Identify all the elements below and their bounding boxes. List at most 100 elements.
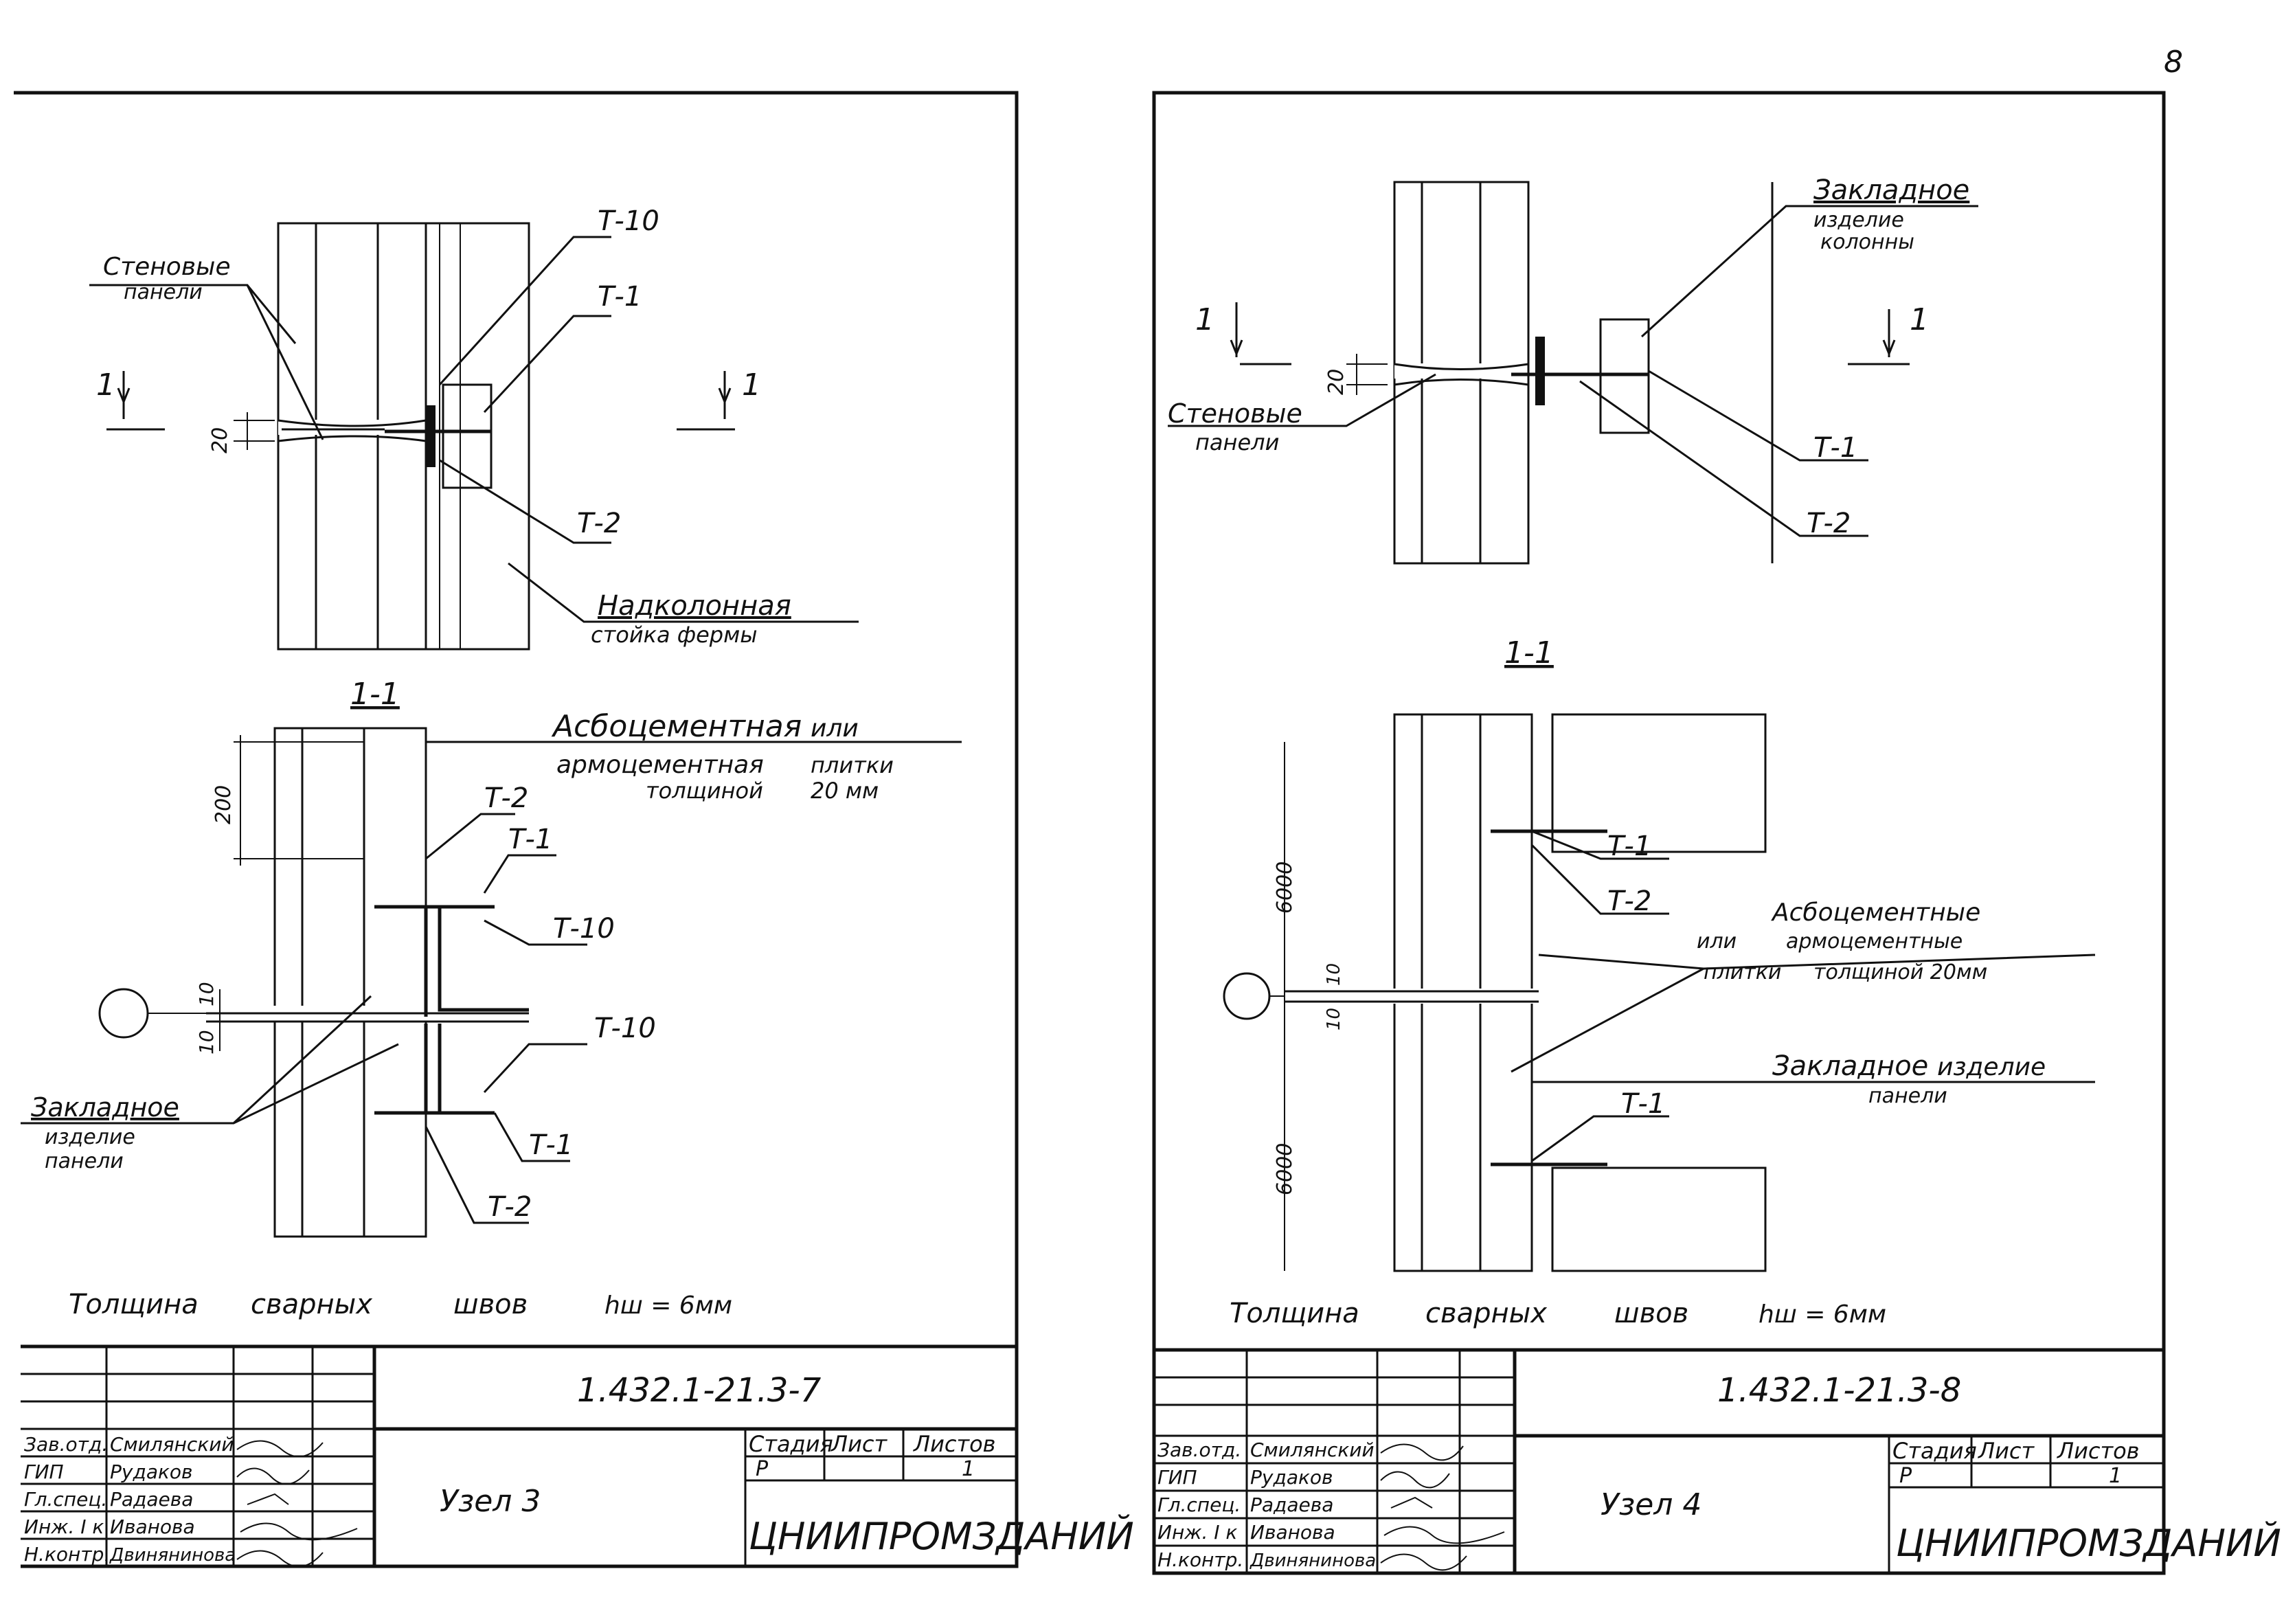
label-asbestos-r2: или: [1697, 929, 1737, 954]
label-wall-panels-r2: панели: [1195, 429, 1279, 455]
signatures-right: [1380, 1443, 1505, 1571]
stage-value-right: Р: [1899, 1464, 1912, 1488]
left-sheet: Стеновые панели Т-10 Т-1 1 1 20 Т-2 Надк…: [14, 91, 1134, 1568]
label-over-column: Надколонная: [598, 590, 791, 622]
name-3-right: Радаева: [1250, 1493, 1333, 1516]
name-4-right: Иванова: [1250, 1521, 1335, 1544]
label-t10-top: Т-10: [598, 205, 659, 237]
node-marker-left: [98, 988, 149, 1039]
weld-note-r3: швов: [1614, 1298, 1688, 1329]
doc-code-left: 1.432.1-21.3-7: [577, 1371, 822, 1410]
label-embedded-panel-r2: изделие: [1937, 1053, 2046, 1081]
left-title-block: [21, 1344, 1017, 1566]
label-dim-20-r: 20: [1324, 369, 1348, 395]
weld-note-r1: Толщина: [1230, 1298, 1359, 1329]
label-asbestos-5: 20 мм: [811, 778, 879, 804]
section-insulation: [301, 727, 365, 1238]
role-2-left: ГИП: [24, 1461, 64, 1483]
name-3-left: Радаева: [110, 1488, 193, 1511]
stage-value-left: Р: [756, 1457, 769, 1481]
label-asbestos-4: толщиной: [646, 778, 763, 804]
right-title-block: [1154, 1348, 2164, 1573]
role-1-right: Зав.отд.: [1157, 1439, 1241, 1461]
label-dim-10a: 10: [195, 982, 218, 1006]
label-embedded-col: Закладное: [1813, 174, 1969, 206]
right-sheet-frame: [1152, 91, 2166, 1575]
section-title-left: 1-1: [350, 677, 400, 712]
stage-header-right: Стадия: [1892, 1438, 1977, 1464]
label-t10-sec-b: Т-10: [594, 1013, 656, 1044]
label-t1-top: Т-1: [598, 281, 642, 313]
label-dim-10a-r: 10: [1324, 963, 1344, 986]
left-sheet-frame: [14, 91, 1019, 1568]
label-dim-6000a: 6000: [1273, 861, 1297, 914]
label-embedded-panel-r3: панели: [1868, 1084, 1947, 1108]
label-dim-6000b: 6000: [1273, 1143, 1297, 1195]
org-right: ЦНИИПРОМЗДАНИЙ: [1896, 1522, 2281, 1565]
label-embedded-panel-r: Закладное: [1772, 1050, 1928, 1082]
label-t1-top-r: Т-1: [1813, 432, 1857, 464]
role-5-left: Н.контр.: [24, 1543, 110, 1566]
stage-header-left: Стадия: [749, 1431, 833, 1457]
label-section-mark-right: 1: [742, 368, 761, 403]
weld-note-3: швов: [453, 1289, 528, 1320]
label-section-mark-left: 1: [96, 368, 115, 403]
weld-note-2: сварных: [251, 1289, 372, 1320]
sheets-value-left: 1: [962, 1457, 975, 1481]
node-marker-right: [1223, 972, 1271, 1020]
label-embedded-col-3: колонны: [1820, 230, 1914, 254]
label-wall-panels-r: Стеновые: [1168, 398, 1302, 429]
name-1-left: Смилянский: [110, 1433, 234, 1456]
weld-note-4: hш = 6мм: [604, 1292, 732, 1320]
embedded-plate: [442, 383, 493, 489]
role-4-left: Инж. I к: [24, 1515, 104, 1538]
label-asbestos-or: или: [811, 714, 859, 743]
sheet-header-right: Лист: [1978, 1438, 2035, 1464]
role-5-right: Н.контр.: [1157, 1548, 1243, 1571]
sheets-header-right: Листов: [2057, 1438, 2140, 1464]
label-asbestos-r: Асбоцементные: [1771, 899, 1980, 927]
right-elevation: [1168, 181, 1978, 565]
label-t2-sec-b: Т-2: [488, 1191, 532, 1223]
right-sheet: Закладное изделие колонны 1 1 20 Стеновы…: [1152, 91, 2281, 1575]
label-t1-sec-r: Т-1: [1607, 831, 1651, 862]
label-asbestos-2: армоцементная: [556, 751, 764, 779]
left-elevation: [89, 222, 859, 651]
role-2-right: ГИП: [1157, 1466, 1197, 1489]
name-5-right: Двинянинова: [1250, 1550, 1376, 1571]
org-left: ЦНИИПРОМЗДАНИЙ: [749, 1515, 1134, 1558]
label-dim-10b: 10: [195, 1030, 218, 1055]
column-hatch-bottom: [1551, 1166, 1767, 1272]
role-4-right: Инж. I к: [1157, 1521, 1237, 1544]
sheets-value-right: 1: [2109, 1464, 2122, 1488]
node-title-right: Узел 4: [1601, 1487, 1701, 1522]
name-5-left: Двинянинова: [109, 1545, 236, 1566]
label-t1-sec-b: Т-1: [529, 1129, 573, 1161]
label-dim-20: 20: [208, 427, 232, 453]
name-2-right: Рудаков: [1250, 1466, 1333, 1489]
label-section-mark-r1: 1: [1195, 302, 1214, 337]
name-4-left: Иванова: [110, 1515, 195, 1538]
weld-note-r2: сварных: [1425, 1298, 1547, 1329]
label-asbestos-r4: плитки: [1704, 960, 1781, 984]
truss-post: [425, 222, 530, 651]
label-embedded-3: панели: [45, 1149, 124, 1173]
label-embedded-col-2: изделие: [1813, 208, 1904, 232]
name-2-left: Рудаков: [110, 1461, 193, 1483]
label-t10-sec-a: Т-10: [553, 913, 615, 945]
node-title-left: Узел 3: [440, 1484, 541, 1519]
label-over-column-2: стойка фермы: [591, 622, 757, 648]
label-dim-200: 200: [212, 785, 236, 824]
weld-note-1: Толщина: [69, 1289, 199, 1320]
name-1-right: Смилянский: [1250, 1439, 1375, 1461]
sheets-header-left: Листов: [913, 1431, 996, 1457]
label-t1-sec: Т-1: [508, 824, 552, 855]
page-number: 8: [2164, 45, 2183, 80]
left-section: [21, 727, 962, 1238]
doc-code-right: 1.432.1-21.3-8: [1717, 1371, 1961, 1410]
role-1-left: Зав.отд.: [24, 1433, 108, 1456]
label-dim-10b-r: 10: [1324, 1008, 1344, 1030]
role-3-left: Гл.спец.: [24, 1488, 107, 1511]
label-asbestos-3: плитки: [811, 752, 894, 778]
